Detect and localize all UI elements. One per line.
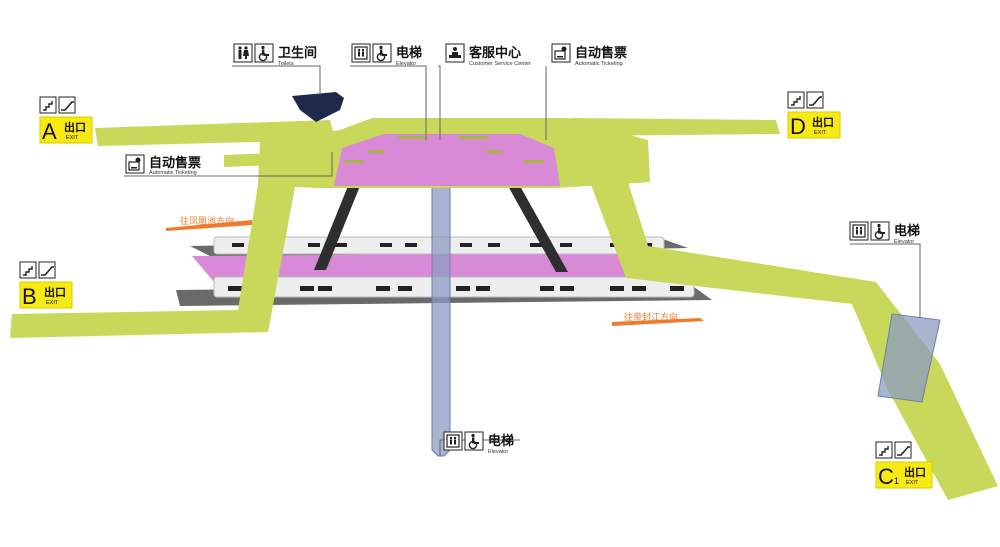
- wheelchair-icon: [874, 223, 885, 240]
- elevator-icon: [354, 46, 368, 60]
- escalator-icon: [894, 441, 912, 459]
- exit-d-en: EXIT: [814, 130, 827, 136]
- corridor-exit-d: [570, 118, 780, 136]
- elevator-bottom-cn: 电梯: [488, 433, 514, 449]
- ticketing-top-en: Automatic Ticketing: [575, 61, 623, 67]
- escalator-icon: [58, 96, 76, 114]
- label-elevator-top: 电梯 Elevator: [351, 43, 422, 67]
- exit-d-letter: D: [790, 114, 806, 139]
- exit-d-cn: 出口: [812, 115, 834, 129]
- label-elevator-right: 电梯 Elevator: [849, 221, 920, 245]
- elevator-icon: [852, 224, 866, 238]
- label-toilets: 卫生间 Toilets: [233, 43, 317, 67]
- exit-c1-sign: C 1 出口 EXIT: [875, 441, 933, 489]
- exit-c1-cn: 出口: [904, 465, 926, 479]
- ticketing-left-cn: 自动售票: [149, 155, 201, 171]
- exit-c1-letter: C: [878, 464, 894, 489]
- leader-lines: [124, 65, 921, 456]
- customer-service-cn: 客服中心: [469, 45, 521, 61]
- exit-a-letter: A: [42, 119, 57, 144]
- elevator-icon: [446, 434, 460, 448]
- elevator-right-cn: 电梯: [894, 223, 920, 239]
- exit-b-cn: 出口: [44, 285, 66, 299]
- wheelchair-icon: [376, 45, 387, 62]
- ticket-machine-icon: [554, 46, 567, 60]
- exit-a-en: EXIT: [66, 135, 79, 141]
- stairs-icon: [39, 96, 57, 114]
- elevator-top-cn: 电梯: [396, 45, 422, 61]
- exit-c1-en: EXIT: [906, 480, 919, 486]
- label-elevator-bottom: 电梯 Elevator: [443, 431, 514, 455]
- corridor-exit-b: [10, 160, 300, 338]
- exit-c1-sub: 1: [894, 476, 899, 486]
- wheelchair-icon: [468, 433, 479, 450]
- exit-d-sign: D 出口 EXIT: [787, 91, 841, 139]
- stairs-icon: [787, 91, 805, 109]
- ticketing-top-cn: 自动售票: [575, 45, 627, 61]
- exit-b-en: EXIT: [46, 300, 59, 306]
- restroom-icon: [238, 46, 249, 59]
- corridor-exit-c1: [590, 182, 998, 500]
- toilet-block: [292, 92, 344, 122]
- toilets-cn: 卫生间: [278, 45, 317, 61]
- exit-b-letter: B: [22, 284, 37, 309]
- elevator-shaft-right: [877, 313, 941, 403]
- train-front: [213, 276, 695, 298]
- concourse-stairs: [344, 136, 544, 163]
- direction-west: 往凤凰池方向: [166, 215, 252, 231]
- exit-a-sign: A 出口 EXIT: [39, 96, 93, 144]
- label-customer-service: 客服中心 Customer Service Center: [445, 43, 531, 67]
- ticket-machine-icon: [128, 157, 141, 171]
- stairs-icon: [19, 261, 37, 279]
- concourse-level: [10, 92, 998, 500]
- escalator-icon: [806, 91, 824, 109]
- direction-east: 往帝封江方向: [612, 311, 704, 326]
- service-desk-icon: [449, 47, 461, 58]
- direction-west-label: 往凤凰池方向: [180, 215, 234, 227]
- elevator-top-en: Elevator: [396, 61, 416, 67]
- direction-east-label: 往帝封江方向: [624, 311, 678, 323]
- label-ticketing-top: 自动售票 Automatic Ticketing: [551, 43, 627, 67]
- exit-a-cn: 出口: [64, 120, 86, 134]
- customer-service-en: Customer Service Center: [469, 61, 531, 67]
- elevator-right-en: Elevator: [894, 239, 914, 245]
- elevator-bottom-en: Elevator: [488, 449, 508, 455]
- label-ticketing-left: 自动售票 Automatic Ticketing: [125, 154, 201, 176]
- escalator-icon: [38, 261, 56, 279]
- wheelchair-icon: [258, 45, 269, 62]
- exit-b-sign: B 出口 EXIT: [19, 261, 73, 309]
- toilets-en: Toilets: [278, 61, 294, 67]
- ticketing-left-en: Automatic Ticketing: [149, 170, 197, 176]
- stairs-icon: [875, 441, 893, 459]
- paid-area: [334, 134, 560, 186]
- support-columns: [314, 139, 568, 457]
